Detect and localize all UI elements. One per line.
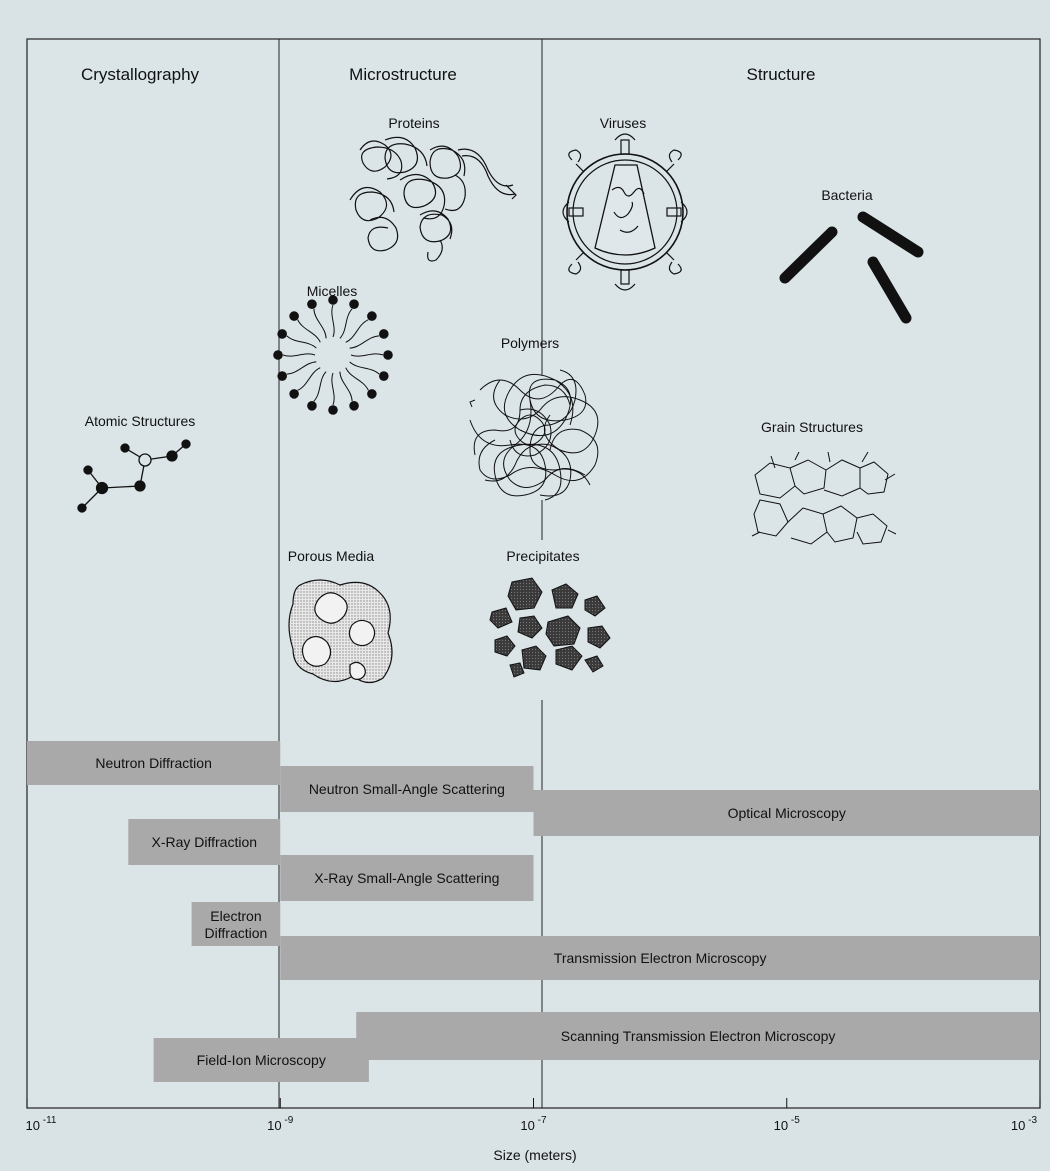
label-precipitates: Precipitates — [506, 548, 579, 564]
atomic-structures-illustration — [77, 439, 191, 513]
technique-range — [533, 790, 1040, 836]
micelle-head — [307, 299, 317, 309]
technique-label: Neutron Diffraction — [95, 755, 211, 771]
axis-label: Size (meters) — [493, 1147, 576, 1163]
micelle-head — [328, 295, 338, 305]
technique-label: Scanning Transmission Electron Microscop… — [561, 1028, 836, 1044]
micelle-head — [379, 371, 389, 381]
technique-range — [153, 1038, 369, 1082]
label-grain-structures: Grain Structures — [761, 419, 863, 435]
micelle-head — [379, 329, 389, 339]
label-atomic-structures: Atomic Structures — [85, 413, 195, 429]
technique-bar: Transmission Electron Microscopy — [280, 936, 1040, 980]
technique-bar: Field-Ion Microscopy — [153, 1038, 369, 1082]
technique-label: Optical Microscopy — [728, 805, 846, 821]
technique-label: X-Ray Diffraction — [151, 834, 257, 850]
micelle-head — [367, 311, 377, 321]
polymers-illustration — [469, 369, 599, 501]
micelle-tail — [313, 308, 327, 339]
technique-label: Diffraction — [205, 925, 268, 941]
section-microstructure: Microstructure — [349, 65, 457, 84]
micelle-tail — [350, 353, 384, 357]
label-micelles: Micelles — [307, 283, 358, 299]
micelle-tail — [331, 372, 335, 406]
technique-label: X-Ray Small-Angle Scattering — [314, 870, 499, 886]
micelle-tail — [349, 361, 380, 375]
label-viruses: Viruses — [600, 115, 646, 131]
micelle-head — [289, 389, 299, 399]
technique-label: Field-Ion Microscopy — [197, 1052, 326, 1068]
precipitates-illustration — [489, 577, 611, 678]
micelle-head — [273, 350, 283, 360]
bacteria-illustration — [779, 211, 924, 324]
micelle-tail — [349, 335, 380, 349]
micelle-head — [349, 299, 359, 309]
axis-tick-label: 10 -3 — [1011, 1115, 1038, 1133]
micelle-tail — [286, 361, 317, 375]
technique-range — [280, 766, 534, 812]
axis-tick-label: 10 -9 — [267, 1115, 294, 1133]
micelle-tail — [282, 353, 316, 357]
micelle-tail — [313, 371, 327, 402]
micelle-head — [383, 350, 393, 360]
porous-media-illustration — [288, 579, 393, 684]
proteins-illustration — [349, 136, 517, 262]
micelle-head — [277, 371, 287, 381]
size-axis: 10 -11 10 -9 10 -7 10 -5 10 -3 Size (meters) — [26, 1098, 1041, 1163]
technique-range — [280, 936, 1040, 980]
micelle-tail — [339, 371, 353, 402]
micelle-tail — [297, 367, 321, 391]
axis-tick-label: 10 -7 — [520, 1115, 547, 1133]
viruses-illustration — [562, 133, 688, 291]
micelle-head — [328, 405, 338, 415]
axis-tick-label: 10 -11 — [26, 1115, 57, 1133]
micelles-illustration — [273, 295, 393, 415]
micelle-tail — [345, 367, 369, 391]
label-proteins: Proteins — [388, 115, 439, 131]
micelle-head — [289, 311, 299, 321]
micelle-head — [367, 389, 377, 399]
micelle-head — [307, 401, 317, 411]
technique-bar: Optical Microscopy — [533, 790, 1040, 836]
section-structure: Structure — [747, 65, 816, 84]
section-crystallography: Crystallography — [81, 65, 200, 84]
micelle-tail — [286, 335, 317, 349]
micelle-tail — [331, 304, 335, 338]
micelle-tail — [339, 308, 353, 339]
grain-structures-illustration — [751, 451, 897, 545]
technique-label: Transmission Electron Microscopy — [554, 950, 767, 966]
micelle-tail — [345, 319, 369, 343]
technique-bar: X-Ray Small-Angle Scattering — [280, 855, 534, 901]
micelle-tail — [297, 319, 321, 343]
technique-bar: Scanning Transmission Electron Microscop… — [356, 1012, 1041, 1060]
technique-range — [128, 819, 281, 865]
technique-range — [191, 902, 281, 946]
micelle-head — [349, 401, 359, 411]
technique-label: Electron — [210, 908, 261, 924]
label-porous-media: Porous Media — [288, 548, 375, 564]
technique-range — [27, 741, 281, 785]
label-bacteria: Bacteria — [821, 187, 873, 203]
technique-label: Neutron Small-Angle Scattering — [309, 781, 505, 797]
technique-bar: Neutron Diffraction — [27, 741, 281, 785]
technique-range — [280, 855, 534, 901]
technique-bar: X-Ray Diffraction — [128, 819, 281, 865]
technique-range — [356, 1012, 1041, 1060]
micelle-head — [277, 329, 287, 339]
technique-bar: Neutron Small-Angle Scattering — [280, 766, 534, 812]
axis-tick-label: 10 -5 — [774, 1115, 801, 1133]
label-polymers: Polymers — [501, 335, 559, 351]
